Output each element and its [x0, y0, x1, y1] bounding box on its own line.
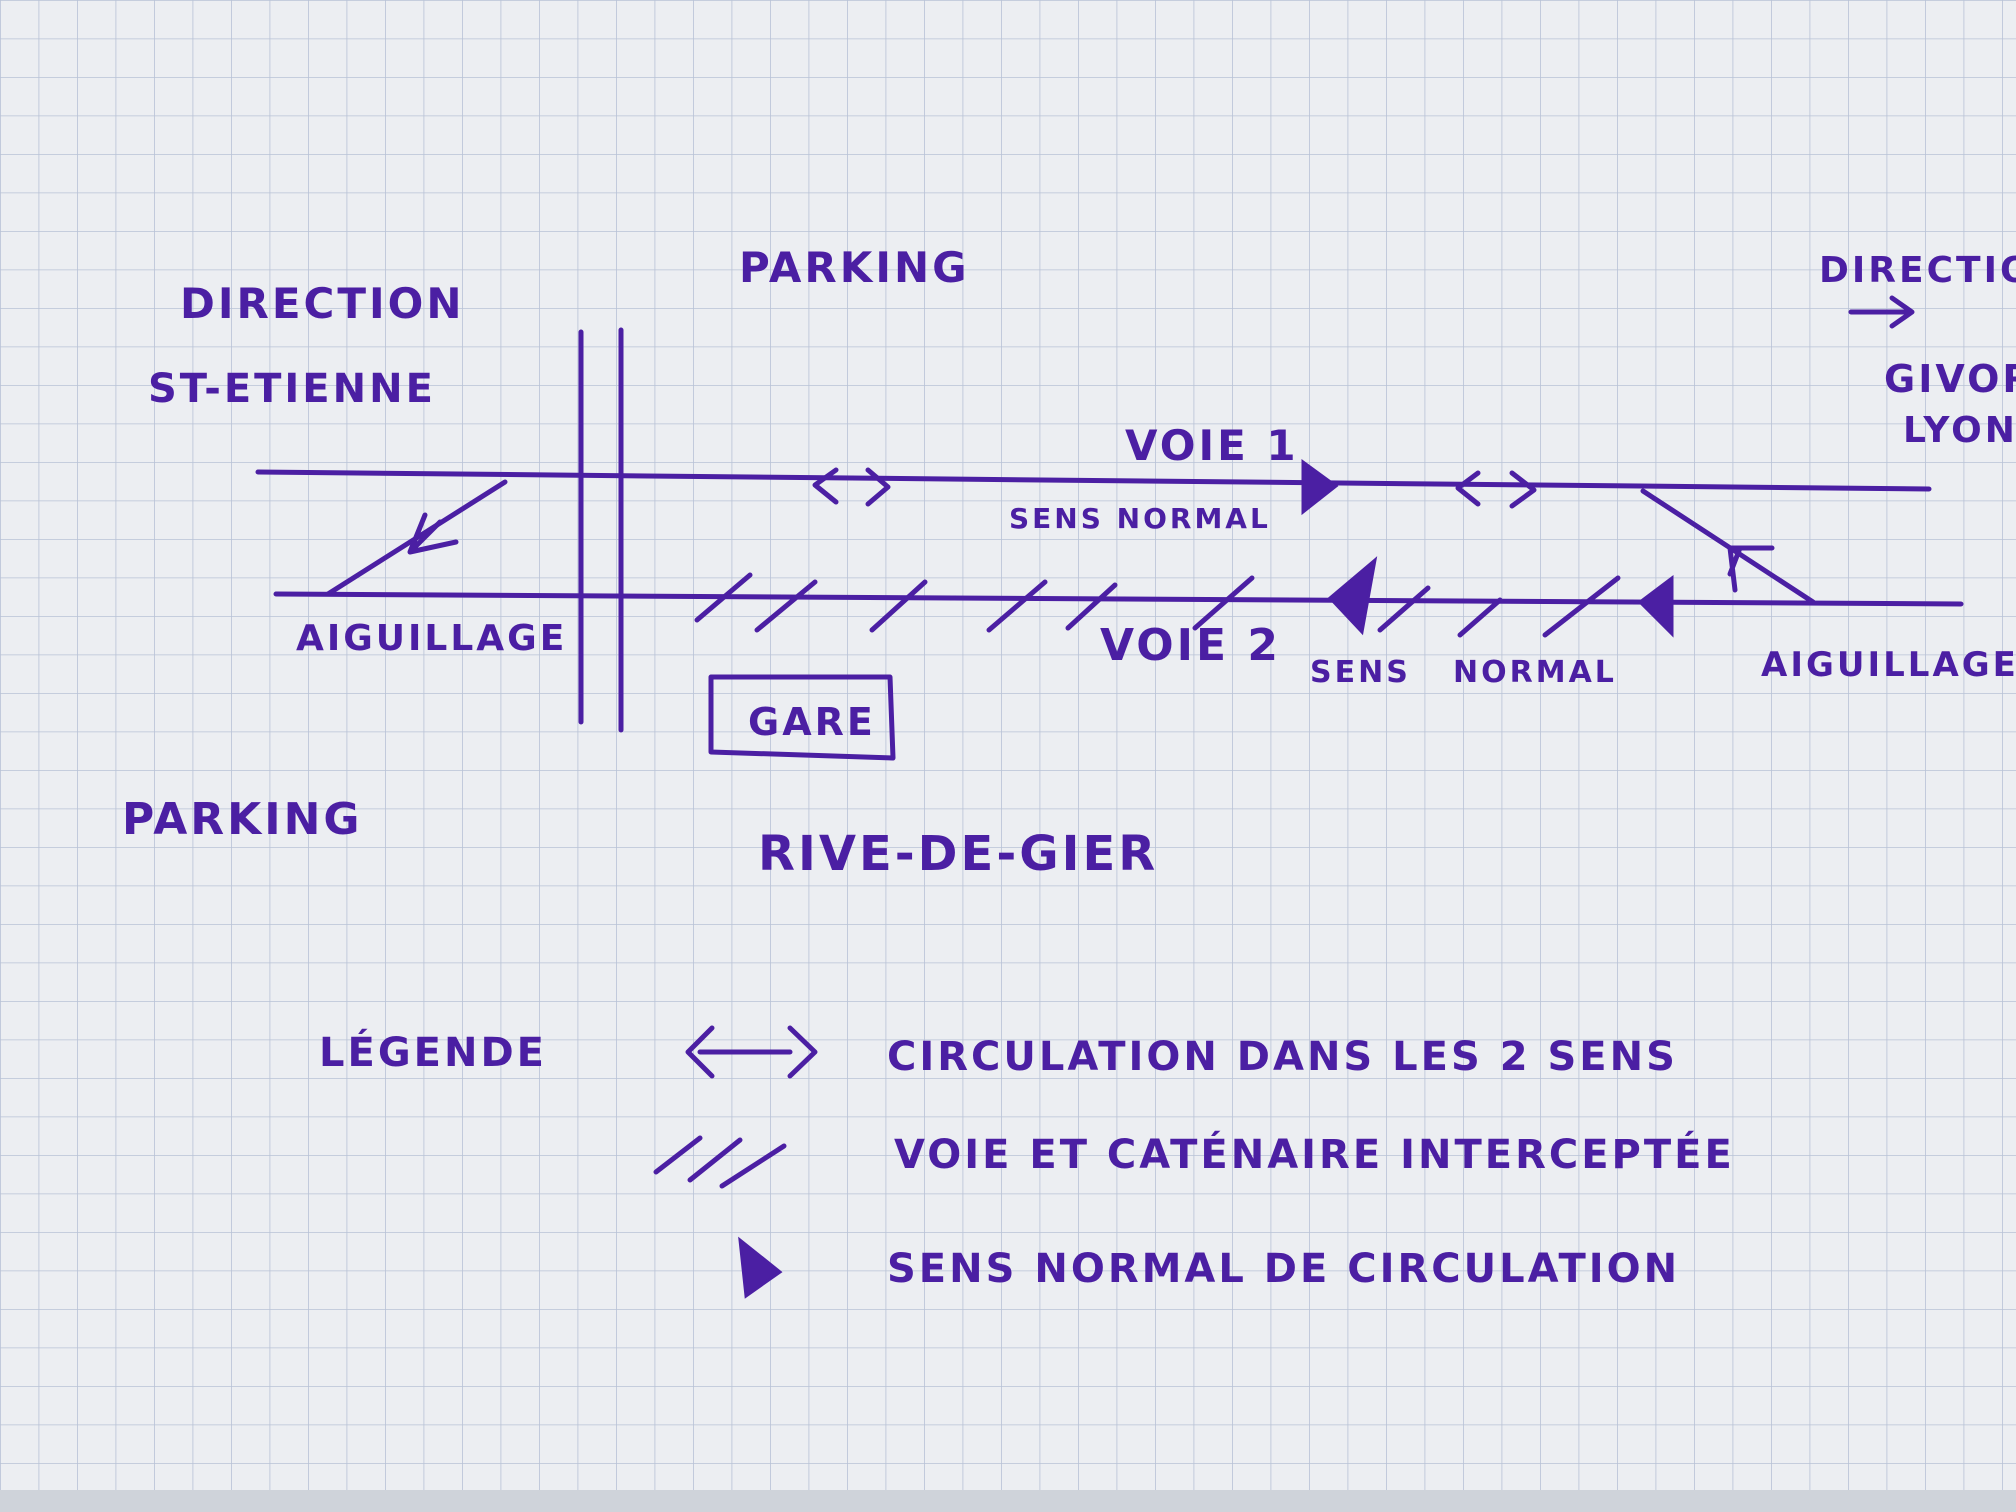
triangle-left-icon: [1327, 556, 1378, 636]
hatching-voie-2: [694, 572, 1621, 638]
track-voie-2: [273, 591, 1964, 607]
legend-triangle-icon: [738, 1236, 783, 1299]
triangle-left-icon: [1637, 575, 1674, 638]
direction-left-label: DIRECTION: [180, 279, 464, 328]
paper-edge: [0, 1490, 2016, 1512]
legend-hatching-icon: [653, 1135, 787, 1189]
aiguillage-left-label: AIGUILLAGE: [296, 618, 567, 659]
voie-1-label: VOIE 1: [1125, 421, 1299, 470]
road-crossing: [578, 327, 624, 733]
voie-2-sens-label: SENS: [1310, 655, 1411, 690]
voie-1-sens-normal-label: SENS NORMAL: [1009, 502, 1271, 535]
legend-item-text: SENS NORMAL DE CIRCULATION: [887, 1246, 1680, 1292]
parking-top-label: PARKING: [739, 243, 970, 292]
gare-box: GARE: [708, 674, 896, 761]
lyon-label: LYON: [1903, 410, 2016, 451]
arrow-up-left-icon: [1727, 545, 1775, 593]
direction-arrow-icon: [1848, 295, 1915, 329]
direction-right-label: DIRECTION: [1819, 250, 2016, 291]
crossover-left: [325, 479, 508, 597]
aiguillage-right-label: AIGUILLAGE: [1761, 645, 2016, 685]
triangle-right-icon: [1301, 459, 1339, 516]
parking-left-label: PARKING: [122, 794, 363, 845]
double-arrow-icon: [1455, 470, 1537, 509]
givors-label: GIVORS: [1884, 357, 2016, 401]
legend-item-text: VOIE ET CATÉNAIRE INTERCEPTÉE: [894, 1130, 1735, 1178]
station-name: RIVE-DE-GIER: [758, 826, 1158, 882]
track-voie-1: [255, 469, 1932, 492]
gare-label: GARE: [748, 700, 876, 744]
arrow-down-left-icon: [407, 512, 459, 555]
legend-title: LÉGENDE: [319, 1028, 547, 1076]
voie-2-normal-label: NORMAL: [1453, 655, 1617, 690]
st-etienne-label: ST-ETIENNE: [148, 366, 436, 412]
crossover-right: [1640, 488, 1816, 605]
legend-item-text: CIRCULATION DANS LES 2 SENS: [887, 1034, 1678, 1080]
voie-2-label: VOIE 2: [1100, 620, 1281, 671]
double-arrow-icon: [812, 467, 891, 507]
legend-double-arrow-icon: [685, 1025, 818, 1079]
